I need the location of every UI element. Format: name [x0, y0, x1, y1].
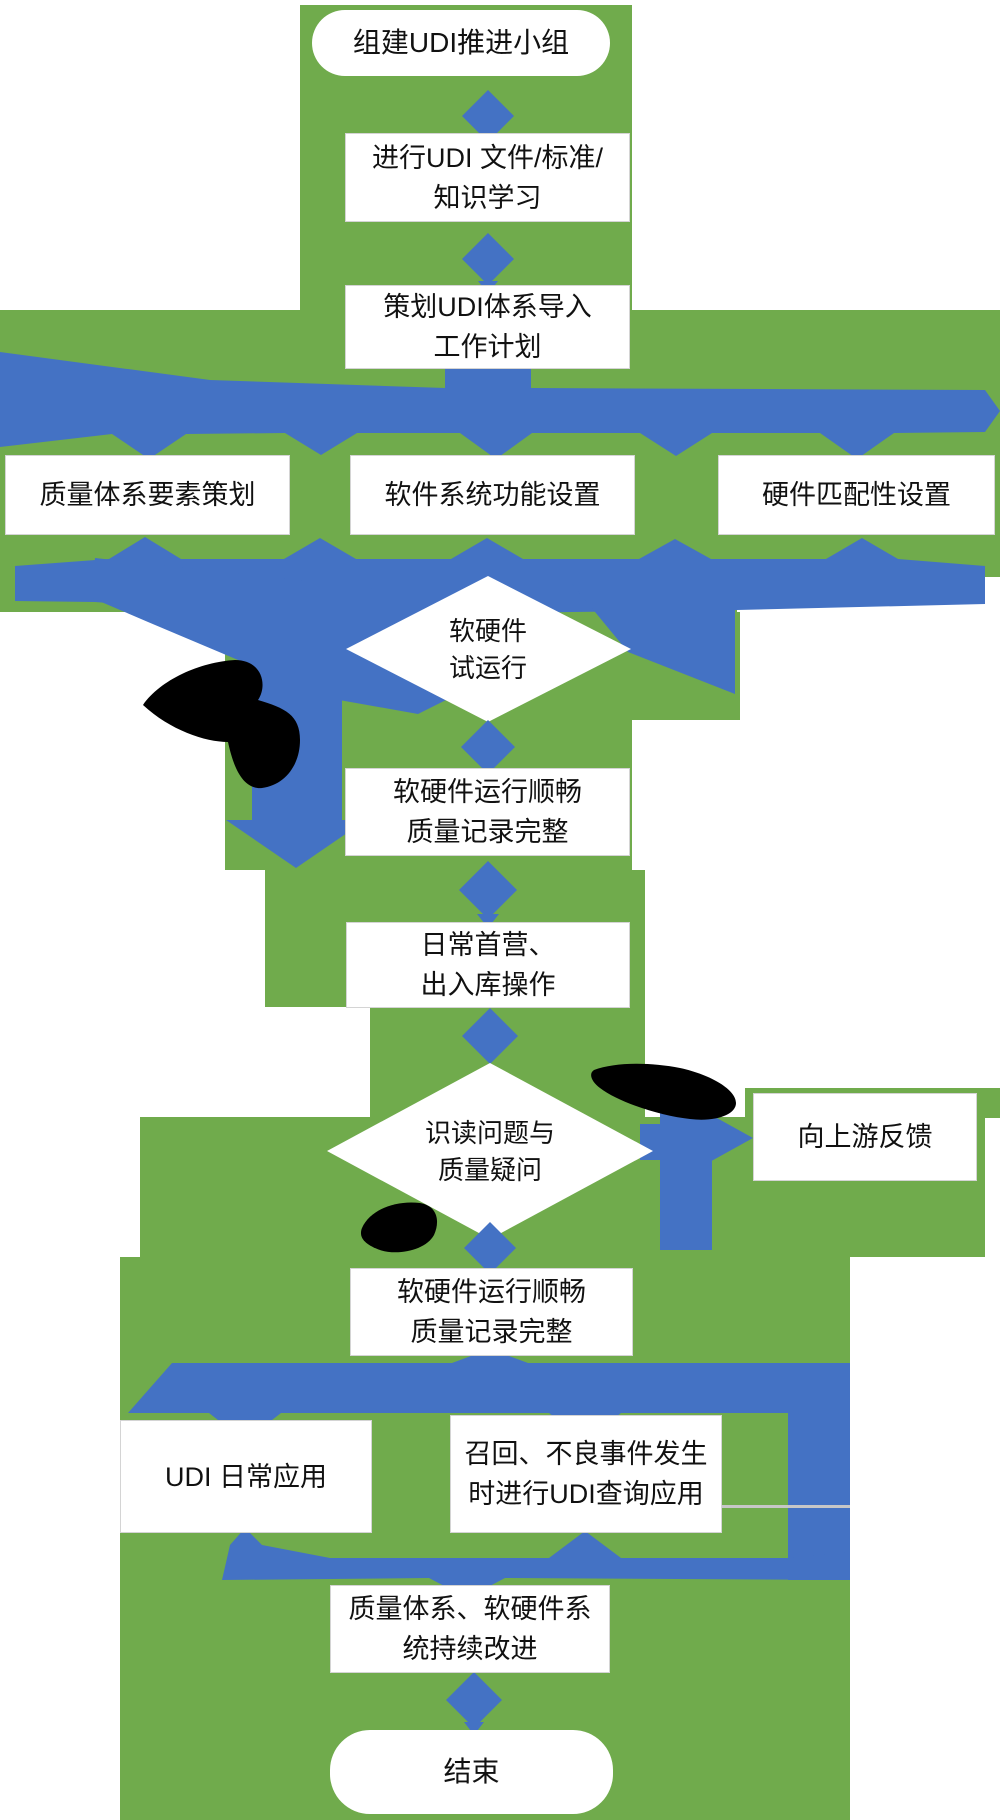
- arrow-down-7: [446, 1672, 502, 1728]
- node-software: 软件系统功能设置: [350, 455, 635, 535]
- node-daily: 日常首营、 出入库操作: [346, 922, 630, 1008]
- connector-right-flank: [572, 578, 735, 694]
- node-plan-line1: 策划UDI体系导入: [383, 292, 592, 322]
- node-improve-line2: 统持续改进: [402, 1634, 538, 1664]
- annotation-blob-bottom: [360, 1202, 438, 1253]
- node-recall-line1: 召回、不良事件发生: [464, 1439, 708, 1469]
- decision-reading-label: 识读问题与 质量疑问: [360, 1114, 620, 1190]
- node-qms-label: 质量体系要素策划: [39, 480, 256, 510]
- node-improve-line1: 质量体系、软硬件系: [348, 1594, 592, 1624]
- node-smooth2: 软硬件运行顺畅 质量记录完整: [350, 1268, 633, 1356]
- annotation-blob-right: [591, 1063, 736, 1120]
- arrow-down-5: [462, 1008, 518, 1064]
- arrow-down-7-tail: [464, 1722, 484, 1735]
- node-smooth1: 软硬件运行顺畅 质量记录完整: [345, 768, 630, 856]
- node-qms: 质量体系要素策划: [5, 455, 290, 535]
- node-start: 组建UDI推进小组: [312, 10, 610, 76]
- node-study-line2: 知识学习: [433, 182, 542, 213]
- node-smooth1-line1: 软硬件运行顺畅: [393, 777, 582, 807]
- arrow-down-4-tail: [477, 914, 499, 928]
- decision-reading-line2: 质量疑问: [437, 1155, 542, 1185]
- node-feedback: 向上游反馈: [753, 1093, 977, 1181]
- node-plan-line2: 工作计划: [433, 332, 542, 362]
- arrow-down-3: [461, 720, 515, 774]
- arrow-down-6: [464, 1222, 516, 1274]
- connector-fanout-top: [0, 352, 1000, 459]
- node-daily-line2: 出入库操作: [420, 970, 556, 1000]
- node-hardware: 硬件匹配性设置: [718, 455, 995, 535]
- node-end-label: 结束: [443, 1756, 500, 1787]
- connector-feedback-arrow: [640, 1112, 753, 1164]
- connector-fanin-bottom: [222, 1528, 850, 1598]
- node-plan: 策划UDI体系导入 工作计划: [345, 285, 630, 369]
- decision-trial-label: 软硬件 试运行: [408, 612, 568, 688]
- arrow-down-4: [459, 861, 517, 919]
- connector-right-bypass: [788, 1363, 850, 1580]
- node-udi-daily-label: UDI 日常应用: [165, 1461, 327, 1492]
- node-study-line1: 进行UDI 文件/标准/: [371, 142, 603, 173]
- decision-trial-diamond: [346, 576, 631, 722]
- arrow-down-1: [462, 90, 514, 142]
- arrow-down-2: [462, 233, 514, 285]
- node-recall: 召回、不良事件发生 时进行UDI查询应用: [450, 1415, 722, 1533]
- decision-trial-line2: 试运行: [448, 653, 527, 683]
- node-study: 进行UDI 文件/标准/ 知识学习: [345, 133, 630, 222]
- stray-gray-line: [722, 1505, 850, 1508]
- node-recall-line2: 时进行UDI查询应用: [468, 1479, 704, 1509]
- node-udi-daily: UDI 日常应用: [120, 1420, 372, 1533]
- node-smooth1-line2: 质量记录完整: [406, 817, 569, 847]
- decision-trial-line1: 软硬件: [448, 616, 527, 646]
- decision-reading-diamond: [327, 1063, 653, 1239]
- node-daily-line1: 日常首营、: [420, 930, 556, 960]
- node-end: 结束: [330, 1730, 613, 1814]
- node-smooth2-line2: 质量记录完整: [410, 1317, 573, 1347]
- annotation-blob-left: [143, 660, 300, 789]
- connector-fanout-bottom: [128, 1349, 850, 1441]
- node-start-label: 组建UDI推进小组: [352, 27, 570, 58]
- node-feedback-label: 向上游反馈: [797, 1122, 933, 1152]
- node-improve: 质量体系、软硬件系 统持续改进: [330, 1585, 610, 1673]
- node-smooth2-line1: 软硬件运行顺畅: [397, 1277, 586, 1307]
- node-software-label: 软件系统功能设置: [384, 480, 601, 510]
- node-hardware-label: 硬件匹配性设置: [762, 480, 951, 510]
- decision-reading-line1: 识读问题与: [424, 1118, 555, 1148]
